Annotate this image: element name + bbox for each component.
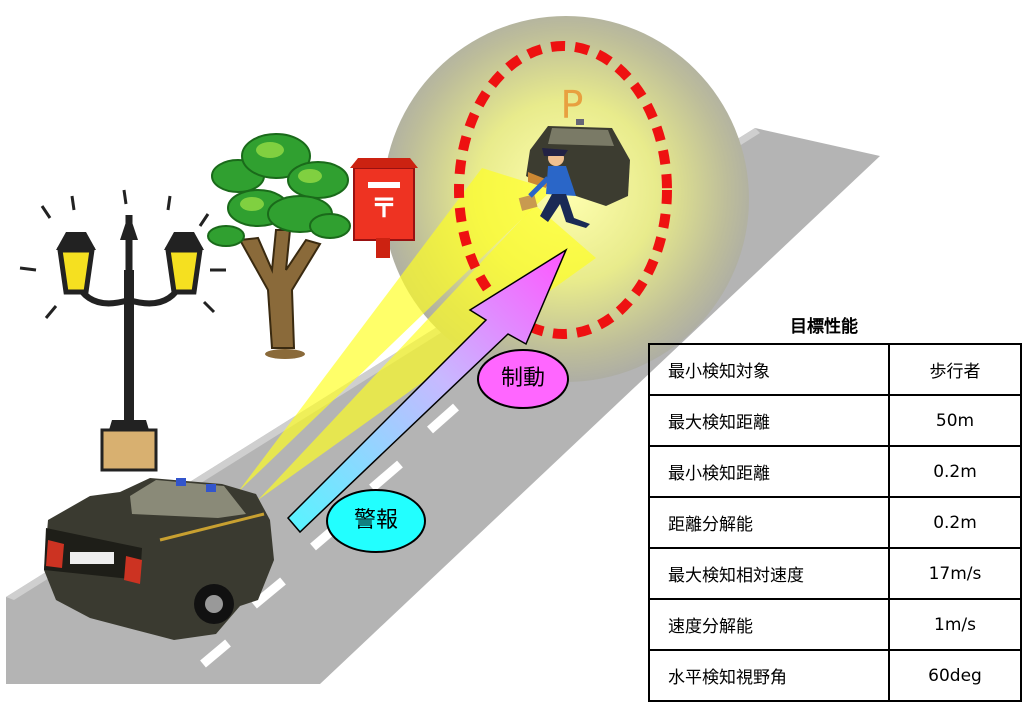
street-lamp [19,189,226,472]
scene-illustration [6,16,880,684]
spec-value: 60deg [888,649,1022,702]
detection-ring [454,41,672,339]
spec-value: 0.2m [888,496,1022,549]
table-row: 最小検知対象 歩行者 [648,343,1022,396]
spec-table: 最小検知対象 歩行者 最大検知距離 50m 最小検知距離 0.2m 距離分解能 … [648,343,1022,702]
radar-beams [238,168,596,500]
table-row: 距離分解能 0.2m [648,496,1022,549]
spec-item: 水平検知視野角 [648,649,890,702]
table-row: 速度分解能 1m/s [648,598,1022,651]
spec-value: 歩行者 [888,343,1022,396]
spec-value: 50m [888,394,1022,447]
spec-item: 距離分解能 [648,496,890,549]
spec-item: 最大検知距離 [648,394,890,447]
parking-sign-letter: P [560,83,584,127]
spec-item: 最小検知距離 [648,445,890,498]
spec-value: 0.2m [888,445,1022,498]
spec-value: 1m/s [888,598,1022,651]
table-row: 水平検知視野角 60deg [648,649,1022,702]
pedestrian [518,148,590,228]
table-row: 最大検知距離 50m [648,394,1022,447]
spec-value: 17m/s [888,547,1022,600]
spec-item: 最大検知相対速度 [648,547,890,600]
tree [207,133,351,359]
brake-label: 制動 [500,366,545,391]
warning-bubble [326,489,426,553]
brake-bubble [477,349,569,409]
braking-arrow [286,248,568,534]
spec-item: 速度分解能 [648,598,890,651]
police-car [44,478,274,640]
table-row: 最小検知距離 0.2m [648,445,1022,498]
spec-table-title: 目標性能 [790,317,858,337]
spec-item: 最小検知対象 [648,343,890,396]
table-row: 最大検知相対速度 17m/s [648,547,1022,600]
mailbox-mark: 〒 [370,194,397,224]
warning-label: 警報 [353,508,398,533]
mailbox [350,158,418,258]
